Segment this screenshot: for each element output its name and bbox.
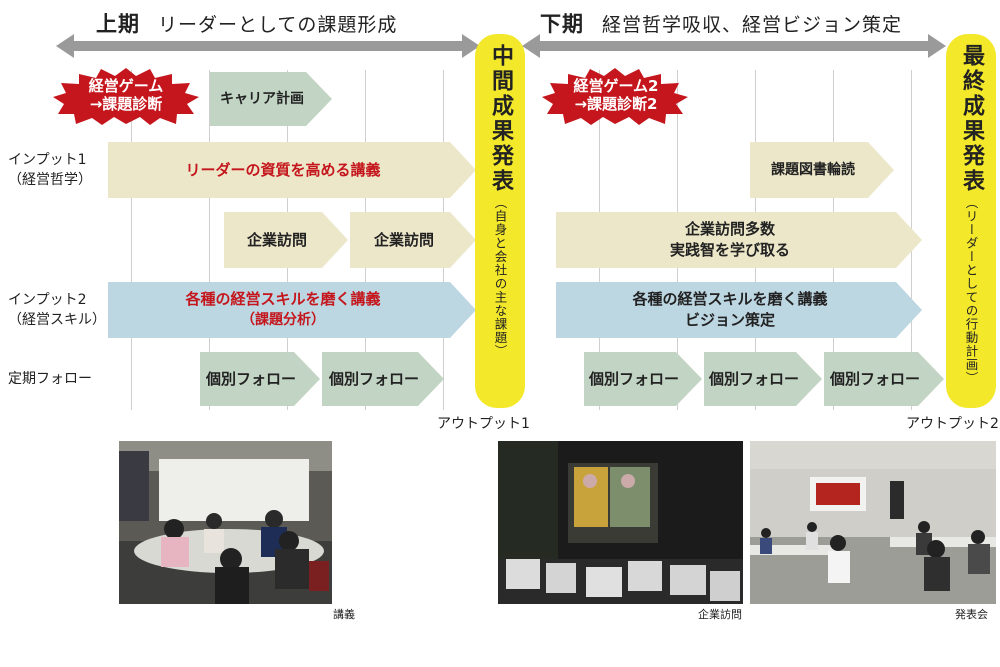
first-half-title: 上期 bbox=[96, 12, 140, 36]
presentation-caption: 発表会 bbox=[955, 608, 988, 621]
follow-arrow-4: 個別フォロー bbox=[704, 352, 822, 406]
follow-arrow-2: 個別フォロー bbox=[322, 352, 444, 406]
row-label-input2: インプット2 （経営スキル） bbox=[8, 292, 106, 328]
follow-arrow-3: 個別フォロー bbox=[584, 352, 702, 406]
game-burst-1 bbox=[53, 68, 199, 125]
midterm-presentation: 中間成果発表 （自身と会社の主な課題） bbox=[475, 34, 525, 408]
lecture-caption: 講義 bbox=[333, 608, 355, 621]
first-half-span-arrow bbox=[56, 34, 480, 58]
final-presentation: 最終成果発表 （リーダーとしての行動計画） bbox=[946, 34, 996, 408]
company-visit-arrow-2: 企業訪問 bbox=[350, 212, 476, 268]
follow-arrow-1: 個別フォロー bbox=[200, 352, 320, 406]
skill-lecture-arrow-1: 各種の経営スキルを磨く講義 （課題分析） bbox=[108, 282, 476, 338]
first-half-header: 上期リーダーとしての課題形成 bbox=[96, 8, 397, 38]
company-visit-photo bbox=[498, 441, 743, 604]
output-label-1: アウトプット1 bbox=[437, 416, 530, 432]
grid-line bbox=[209, 70, 210, 410]
book-reading-arrow: 課題図書輪読 bbox=[750, 142, 894, 198]
company-visit-arrow-1: 企業訪問 bbox=[224, 212, 348, 268]
row-label-input1: インプット1 （経営哲学） bbox=[8, 152, 92, 188]
skill-lecture-arrow-2: 各種の経営スキルを磨く講義 ビジョン策定 bbox=[556, 282, 922, 338]
lecture-photo bbox=[119, 441, 332, 604]
second-half-subtitle: 経営哲学吸収、経営ビジョン策定 bbox=[602, 14, 903, 36]
company-visit-many-arrow: 企業訪問多数 実践智を学び取る bbox=[556, 212, 922, 268]
final-subtitle: （リーダーとしての行動計画） bbox=[963, 196, 979, 385]
presentation-photo bbox=[750, 441, 996, 604]
final-title: 最終成果発表 bbox=[959, 44, 984, 194]
grid-line bbox=[131, 70, 132, 410]
midterm-subtitle: （自身と会社の主な課題） bbox=[492, 196, 508, 358]
row-label-follow: 定期フォロー bbox=[8, 371, 92, 387]
game-burst-2 bbox=[542, 68, 688, 125]
leader-lecture-arrow: リーダーの資質を高める講義 bbox=[108, 142, 476, 198]
follow-arrow-5: 個別フォロー bbox=[824, 352, 944, 406]
company-visit-caption: 企業訪問 bbox=[698, 608, 742, 621]
career-plan-arrow: キャリア計画 bbox=[210, 72, 332, 126]
first-half-subtitle: リーダーとしての課題形成 bbox=[158, 14, 398, 36]
game-burst-1-text: 経営ゲーム →課題診断 bbox=[88, 77, 164, 113]
second-half-header: 下期経営哲学吸収、経営ビジョン策定 bbox=[540, 8, 902, 38]
second-half-span-arrow bbox=[522, 34, 946, 58]
output-label-2: アウトプット2 bbox=[906, 416, 999, 432]
game-burst-2-text: 経営ゲーム2 →課題診断2 bbox=[573, 77, 659, 113]
midterm-title: 中間成果発表 bbox=[488, 44, 513, 194]
second-half-title: 下期 bbox=[540, 12, 584, 36]
